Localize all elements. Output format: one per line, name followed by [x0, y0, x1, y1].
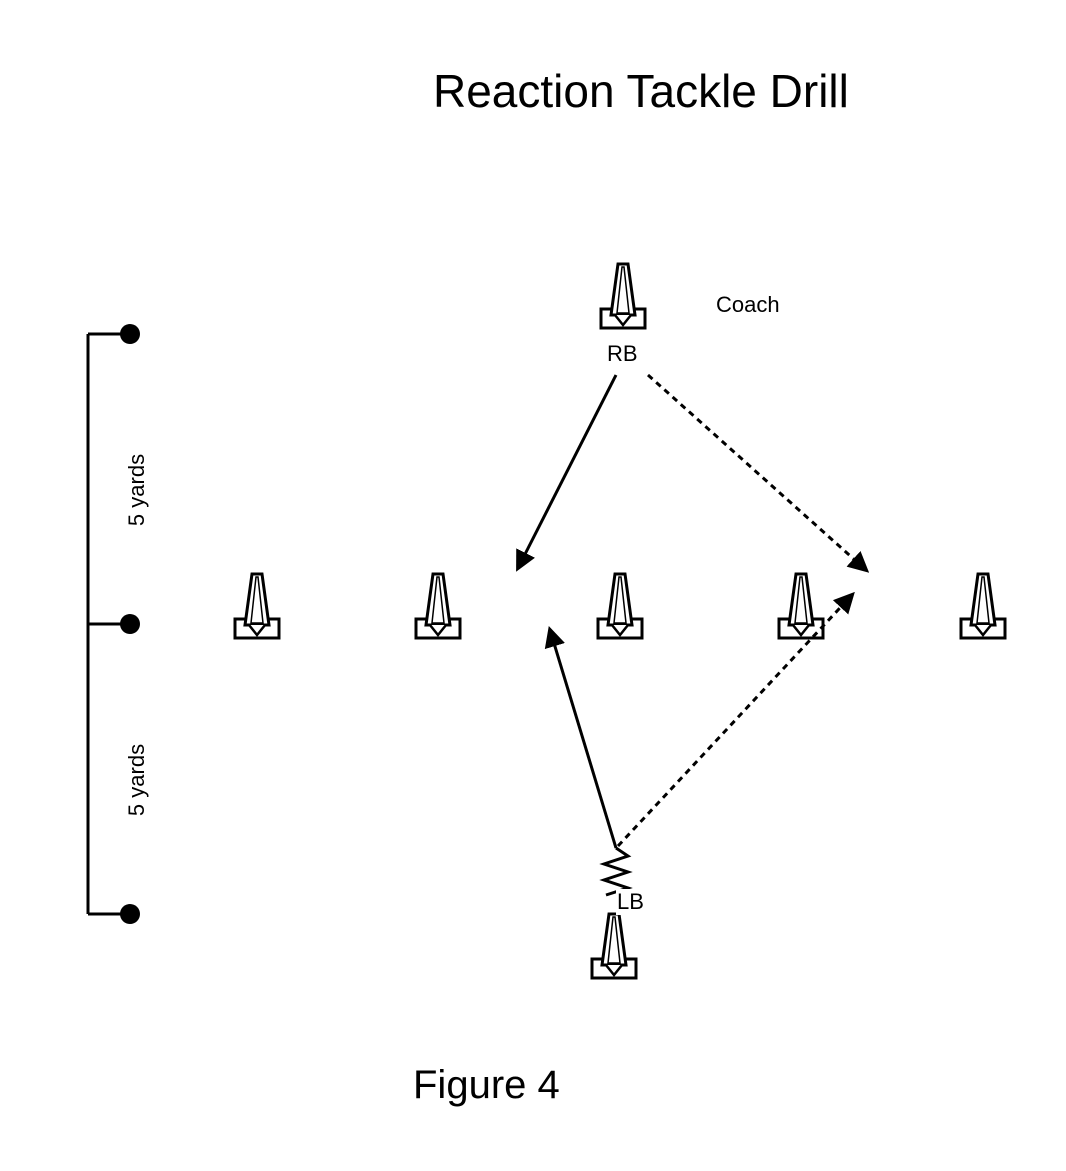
lb-dashed-path	[616, 591, 855, 848]
cone-icon	[233, 572, 281, 640]
cone-icon	[596, 572, 644, 640]
yards-label-upper: 5 yards	[124, 453, 149, 527]
drill-title: Reaction Tackle Drill	[433, 65, 849, 117]
rb-solid-path	[516, 374, 618, 572]
yards-label-lower: 5 yards	[124, 743, 149, 817]
cone-icon	[590, 912, 638, 980]
dot-marker-icon	[120, 324, 140, 344]
lb-solid-path	[544, 625, 618, 849]
rb-label: RB	[607, 341, 638, 366]
cone-icon	[599, 262, 647, 330]
dot-marker-icon	[120, 904, 140, 924]
zigzag-icon	[599, 846, 633, 897]
cone-icon	[959, 572, 1007, 640]
lb-label: LB	[616, 889, 645, 915]
dot-marker-icon	[120, 614, 140, 634]
rb-dashed-path	[646, 373, 870, 573]
yard-bracket	[86, 324, 140, 924]
coach-label: Coach	[716, 292, 780, 317]
cone-icon	[777, 572, 825, 640]
cone-icon	[414, 572, 462, 640]
figure-caption: Figure 4	[413, 1063, 560, 1107]
